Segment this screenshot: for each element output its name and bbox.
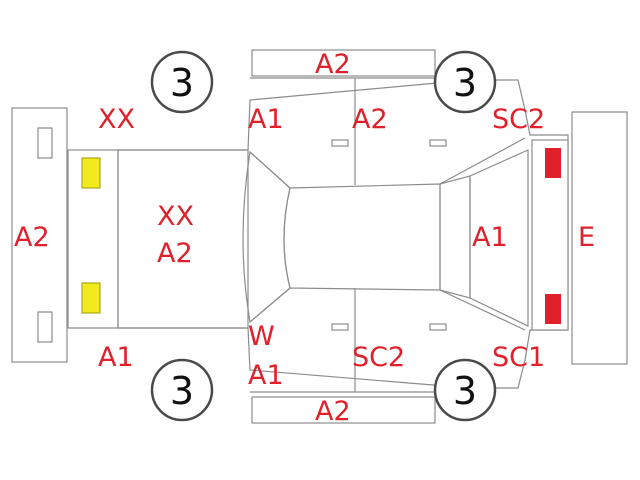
trunk	[469, 149, 529, 327]
c-pillar-left	[439, 137, 526, 185]
tire-front-right: 3	[150, 358, 214, 422]
tire-front-left: 3	[150, 50, 214, 114]
code-front-right-fender: A1	[98, 342, 134, 373]
tire-ring	[433, 50, 497, 114]
code-rear-bumper: E	[578, 222, 595, 253]
tire-condition-rear-right: 3	[453, 369, 477, 413]
right-front-handle	[331, 323, 349, 331]
tire-rear-right: 3	[433, 358, 497, 422]
code-right-rear-door: SC2	[352, 342, 405, 373]
code-right-rocker: A2	[315, 396, 351, 427]
front-bumper-left-marker	[37, 127, 53, 159]
left-front-handle	[331, 139, 349, 147]
rear-bumper	[571, 111, 628, 365]
right-roof-rail	[251, 396, 436, 424]
tire-ring	[150, 50, 214, 114]
tire-condition-front-left: 3	[170, 61, 194, 105]
right-rear-handle	[429, 323, 447, 331]
left-roof-rail	[251, 49, 436, 77]
code-left-rear-door: A2	[352, 104, 388, 135]
a-pillar-right	[249, 287, 291, 323]
code-hood-1: XX	[157, 201, 194, 232]
code-right-rear-quarter: SC1	[492, 342, 545, 373]
left-rear-handle	[429, 139, 447, 147]
code-left-rocker: A2	[315, 49, 351, 80]
code-right-pillar: W	[248, 321, 275, 352]
taillight-icon	[545, 294, 561, 324]
headlight-icon	[81, 282, 101, 314]
tire-rear-left: 3	[433, 50, 497, 114]
rear-window	[439, 175, 471, 299]
windshield	[242, 150, 291, 324]
code-front-left-fender: XX	[98, 104, 135, 135]
tire-ring	[150, 358, 214, 422]
code-left-front-door: A1	[248, 104, 284, 135]
code-right-front-door: A1	[248, 360, 284, 391]
headlight-icon	[81, 157, 101, 189]
code-trunk: A1	[472, 222, 508, 253]
tire-ring	[433, 358, 497, 422]
front-bumper	[11, 107, 68, 363]
front-bumper-right-marker	[37, 311, 53, 343]
code-front-bumper: A2	[14, 222, 50, 253]
c-pillar-right	[439, 289, 526, 331]
taillight-icon	[545, 148, 561, 178]
tire-condition-front-right: 3	[170, 369, 194, 413]
roof	[283, 183, 441, 291]
code-left-rear-quarter: SC2	[492, 104, 545, 135]
a-pillar-left	[249, 151, 291, 189]
code-hood-2: A2	[157, 238, 193, 269]
tire-condition-rear-left: 3	[453, 61, 477, 105]
